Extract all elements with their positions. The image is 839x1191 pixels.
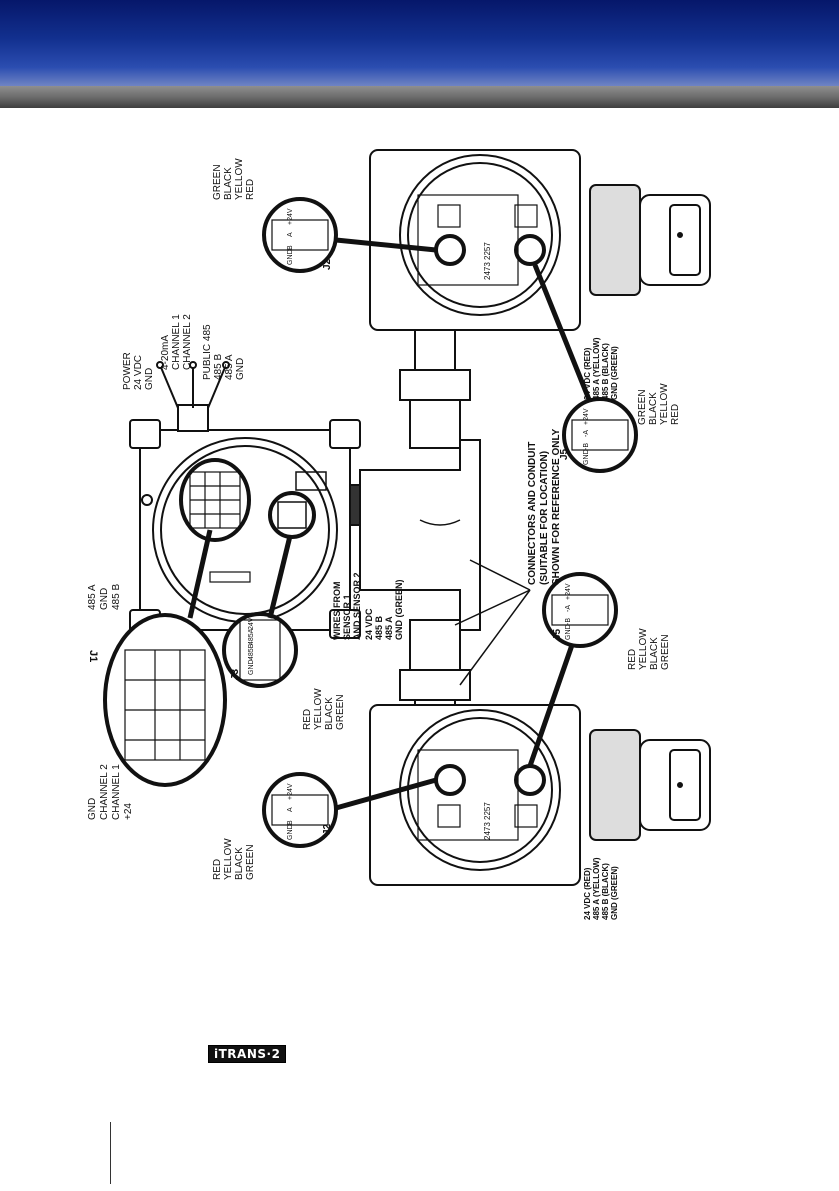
j3-wire-3: GREEN — [335, 694, 346, 730]
header-subband — [0, 86, 839, 108]
bottom-j5-callout — [542, 572, 618, 648]
j1-bottom-0: GND — [87, 798, 98, 820]
top-sensor-wire-1: 485 A (YELLOW) — [592, 337, 601, 400]
top-sensor-wire-0: 24 VDC (RED) — [583, 347, 592, 400]
j1-top-0: 485 A — [87, 584, 98, 610]
bottom-j2-wire-1: YELLOW — [223, 838, 234, 880]
bottom-j5-wire-1: YELLOW — [638, 628, 649, 670]
bottom-j5-wire-3: GREEN — [660, 634, 671, 670]
j1-bottom-2: CHANNEL 1 — [111, 764, 122, 820]
top-j2-wire-3: RED — [245, 179, 256, 200]
top-sensor-wire-2: 485 B (BLACK) — [601, 343, 610, 400]
bottom-j2-callout — [262, 772, 338, 848]
top-j2-pin-3: +24V — [287, 208, 294, 225]
wires-from-4: 485 B — [374, 615, 384, 640]
top-j5-pin-3: +24V — [583, 408, 590, 425]
header-band — [0, 0, 839, 86]
bottom-j2-label: J2 — [322, 823, 333, 835]
j1-bottom-1: CHANNEL 2 — [99, 764, 110, 820]
top-j2-pin-2: A — [287, 232, 294, 237]
bottom-j5-pin-0: GND — [565, 624, 572, 640]
wires-from-6: GND (GREEN) — [394, 579, 404, 640]
margin-rule — [110, 1122, 111, 1184]
j3-wire-2: BLACK — [324, 697, 335, 730]
bottom-j5-wire-0: RED — [627, 649, 638, 670]
bottom-j5-pin-2: -A — [565, 605, 572, 612]
bottom-sensor-wire-1: 485 A (YELLOW) — [592, 857, 601, 920]
bottom-sensor-wire-3: GND (GREEN) — [610, 866, 619, 920]
top-j2-label: J2 — [322, 258, 333, 270]
bottom-j2-pin-1: B — [287, 820, 294, 825]
bottom-j2-wire-3: GREEN — [245, 844, 256, 880]
wires-from-5: 485 A — [384, 616, 394, 640]
power-2: GND — [144, 368, 155, 390]
top-board-text: 2473 2257 — [483, 242, 492, 280]
wires-from-1: SENSOR 1 — [342, 594, 352, 640]
wires-from-0: WIRES FROM — [332, 582, 342, 641]
top-j5-label: J5 — [559, 448, 570, 460]
wiring-diagram: J1 485 A GND 485 B GND CHANNEL 2 CHANNEL… — [60, 140, 780, 930]
top-j5-callout — [562, 397, 638, 473]
center-transmitter — [129, 404, 361, 639]
bottom-j5-pin-1: -B — [565, 618, 572, 625]
j1-label: J1 — [87, 650, 99, 662]
j1-callout — [103, 613, 227, 787]
j3-pin-0: GND — [248, 659, 255, 675]
j3-wire-0: RED — [302, 709, 313, 730]
j3-callout — [222, 612, 298, 688]
conduit-note-2: SHOWN FOR REFERENCE ONLY — [551, 428, 562, 585]
top-j5-pin-1: -B — [583, 443, 590, 450]
top-j5-pin-2: -A — [583, 430, 590, 437]
analog-2: CHANNEL 2 — [182, 314, 193, 370]
bottom-sensor-wire-2: 485 B (BLACK) — [601, 863, 610, 920]
bottom-j2-pin-0: GND — [287, 824, 294, 840]
j1-bottom-3: +24 — [123, 803, 134, 820]
bottom-j2-pin-3: +24V — [287, 783, 294, 800]
public485-2: 485 A — [224, 354, 235, 380]
top-j5-wire-0: GREEN — [637, 389, 648, 425]
public485-3: GND — [235, 358, 246, 380]
top-j2-wire-2: YELLOW — [234, 158, 245, 200]
top-j2-wire-0: GREEN — [212, 164, 223, 200]
analog-0: 4-20mA — [160, 335, 171, 370]
screw-icon — [141, 494, 153, 506]
power-0: POWER — [122, 352, 133, 390]
j1-top-1: GND — [99, 588, 110, 610]
top-sensor-housing — [369, 149, 711, 331]
top-j5-wire-1: BLACK — [648, 392, 659, 425]
conduit-tee — [359, 289, 481, 771]
wires-from-3: 24 VDC — [364, 608, 374, 640]
bottom-j2-wire-0: RED — [212, 859, 223, 880]
bottom-sensor-wire-0: 24 VDC (RED) — [583, 867, 592, 920]
top-j5-wire-3: RED — [670, 404, 681, 425]
top-j2-pin-1: B — [287, 245, 294, 250]
public485-0: PUBLIC 485 — [202, 324, 213, 380]
j3-pin-3: 24V — [248, 617, 255, 630]
top-j5-pin-0: GND — [583, 449, 590, 465]
top-j5-wire-2: YELLOW — [659, 383, 670, 425]
wires-from-2: AND SENSOR 2 — [352, 572, 362, 640]
top-j2-wire-1: BLACK — [223, 167, 234, 200]
bottom-j5-pin-3: +24V — [565, 583, 572, 600]
top-j2-callout — [262, 197, 338, 273]
bottom-board-text: 2473 2257 — [483, 802, 492, 840]
j3-label: J3 — [230, 668, 241, 680]
top-j2-pin-0: GND — [287, 249, 294, 265]
j3-wire-1: YELLOW — [313, 688, 324, 730]
bottom-j5-wire-2: BLACK — [649, 637, 660, 670]
j3-pin-1: 485B — [248, 643, 255, 660]
bottom-sensor-housing — [369, 704, 711, 886]
public485-1: 485 B — [213, 354, 224, 380]
bottom-j2-pin-2: A — [287, 807, 294, 812]
j3-pin-2: 485A — [248, 628, 255, 645]
conduit-note-1: (SUITABLE FOR LOCATION) — [539, 451, 550, 585]
power-1: 24 VDC — [133, 355, 144, 390]
conduit-note-0: CONNECTORS AND CONDUIT — [527, 442, 538, 585]
analog-1: CHANNEL 1 — [171, 314, 182, 370]
top-sensor-wire-3: GND (GREEN) — [610, 346, 619, 400]
j1-top-2: 485 B — [111, 584, 122, 610]
itrans-logo: iTRANS·2 — [208, 1045, 287, 1063]
bottom-j5-label: J5 — [552, 628, 563, 640]
bottom-j2-wire-2: BLACK — [234, 847, 245, 880]
